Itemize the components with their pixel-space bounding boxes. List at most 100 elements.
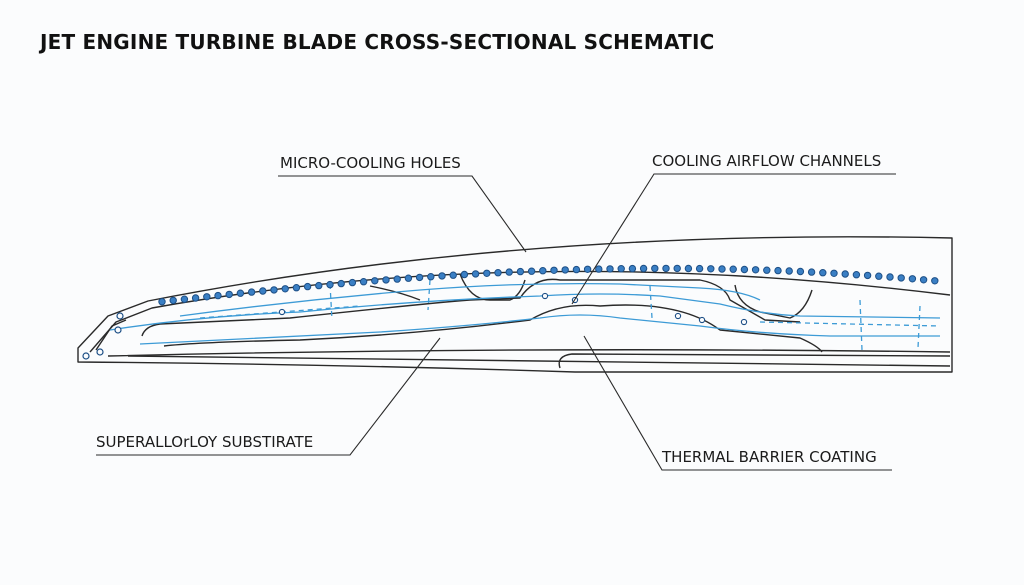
- leader-thermal-barrier: [583, 335, 892, 471]
- cooling-hole: [830, 269, 838, 277]
- cooling-hole: [931, 277, 939, 285]
- micro-cooling-holes: [82, 264, 939, 360]
- cooling-hole: [527, 267, 536, 275]
- leader-micro-cooling-holes: [278, 175, 527, 253]
- cooling-channels: [109, 279, 941, 351]
- cooling-hole: [404, 274, 413, 282]
- cooling-hole: [550, 266, 558, 274]
- channel-node: [278, 308, 286, 316]
- cavity-2: [459, 273, 526, 301]
- leading-edge-hole: [116, 312, 124, 320]
- leading-edge-hole: [82, 352, 90, 360]
- cooling-hole: [494, 269, 502, 277]
- cooling-hole: [740, 265, 749, 274]
- cooling-hole: [561, 266, 569, 274]
- cooling-hole: [415, 273, 424, 282]
- leading-edge-hole: [96, 348, 104, 356]
- cooling-hole: [292, 284, 301, 292]
- channel-dashed-1: [329, 279, 921, 351]
- inner-spar: [163, 304, 823, 353]
- cooling-hole: [673, 264, 681, 273]
- cooling-hole: [796, 267, 805, 276]
- lower-pocket: [558, 353, 951, 369]
- blade-outer-profile: [77, 236, 953, 373]
- cooling-hole: [326, 280, 334, 289]
- cooling-hole: [684, 264, 693, 273]
- cooling-hole: [863, 271, 872, 280]
- cooling-hole: [606, 265, 614, 273]
- cooling-hole: [236, 289, 245, 297]
- cooling-hole: [371, 277, 379, 285]
- channel-upper: [179, 282, 761, 317]
- cooling-hole: [315, 281, 323, 290]
- channel-main: [109, 293, 941, 331]
- channel-lower: [139, 314, 940, 345]
- cooling-hole: [639, 264, 648, 273]
- label-thermal-barrier-coating: THERMAL BARRIER COATING: [661, 448, 877, 466]
- cooling-hole: [505, 268, 513, 276]
- cooling-hole: [281, 285, 289, 293]
- cavity-1: [369, 285, 421, 301]
- cooling-hole: [449, 271, 457, 279]
- cooling-hole: [695, 264, 704, 273]
- mid-spar: [141, 278, 801, 337]
- substrate-bottom-line: [107, 349, 951, 357]
- cooling-hole: [707, 265, 715, 273]
- cooling-hole: [572, 265, 581, 274]
- cooling-hole: [169, 296, 177, 305]
- leading-edge-nose: [95, 319, 127, 351]
- cooling-hole: [191, 294, 200, 302]
- leader-superalloy: [96, 337, 441, 456]
- channel-node: [698, 316, 706, 324]
- channel-node: [740, 318, 748, 326]
- cooling-hole: [359, 278, 368, 286]
- trailing-edge-line: [127, 355, 951, 367]
- cooling-hole: [337, 279, 345, 288]
- cavity-3: [734, 284, 813, 319]
- cooling-hole: [886, 273, 894, 281]
- cooling-hole: [203, 293, 211, 301]
- label-micro-cooling-holes: MICRO-COOLING HOLES: [280, 154, 461, 172]
- channel-node: [541, 292, 549, 300]
- cooling-hole: [438, 272, 446, 280]
- cooling-hole: [819, 269, 827, 277]
- label-cooling-airflow-channels: COOLING AIRFLOW CHANNELS: [652, 152, 881, 170]
- cooling-hole: [270, 286, 278, 294]
- cooling-hole: [382, 276, 390, 284]
- cooling-hole: [225, 290, 233, 299]
- cooling-hole: [393, 275, 401, 283]
- cooling-hole: [785, 267, 793, 275]
- cooling-hole: [158, 298, 166, 306]
- cooling-hole: [460, 270, 469, 279]
- cooling-hole: [875, 272, 883, 280]
- cooling-hole: [729, 265, 737, 273]
- cooling-hole: [483, 269, 491, 277]
- cooling-hole: [908, 275, 917, 283]
- leader-lines: [96, 173, 896, 471]
- cooling-hole: [348, 278, 357, 287]
- cooling-hole: [259, 287, 267, 295]
- leading-edge-hole: [114, 326, 122, 334]
- channel-dashed-2: [199, 305, 941, 327]
- leader-cooling-airflow: [571, 173, 896, 305]
- cooling-hole: [897, 274, 905, 282]
- blade-outline: [77, 236, 953, 373]
- cooling-hole: [303, 282, 312, 291]
- cooling-hole: [651, 264, 659, 273]
- cooling-hole: [617, 265, 625, 273]
- cooling-hole: [471, 270, 480, 278]
- cooling-hole: [539, 267, 547, 275]
- cooling-hole: [595, 265, 603, 273]
- cooling-hole: [774, 266, 782, 275]
- cooling-hole: [841, 270, 849, 278]
- channel-node: [674, 312, 682, 320]
- cooling-hole: [516, 267, 525, 276]
- cooling-hole: [180, 295, 189, 303]
- cooling-hole: [807, 268, 816, 276]
- label-superalloy-substrate: SUPERALLOrLOY SUBSTIRATE: [96, 433, 313, 451]
- cooling-hole: [247, 288, 256, 296]
- cooling-hole: [628, 264, 637, 273]
- cooling-hole: [751, 266, 760, 274]
